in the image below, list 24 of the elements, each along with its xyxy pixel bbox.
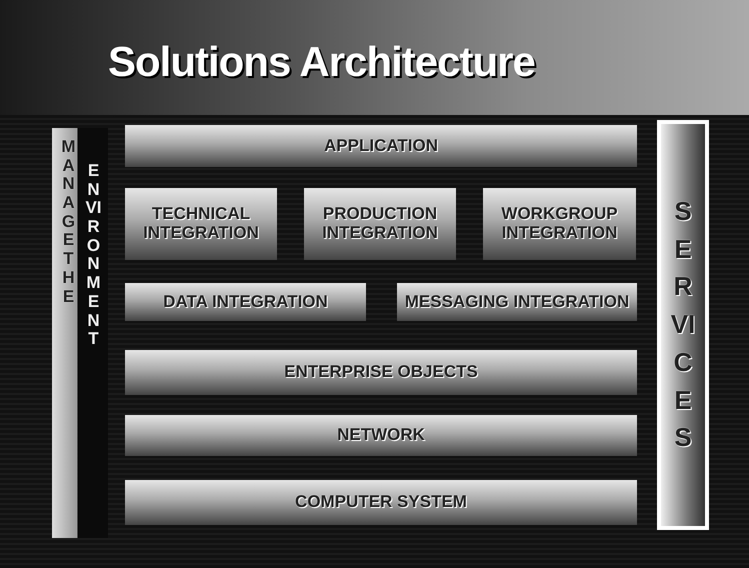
layer-box bbox=[125, 480, 637, 525]
layer-label: MESSAGING INTEGRATION bbox=[404, 292, 630, 312]
layer-label: TECHNICAL INTEGRATION bbox=[142, 205, 260, 243]
vertical-label: SERVICES bbox=[670, 195, 696, 454]
layer-box bbox=[125, 188, 277, 260]
title: Solutions Architecture bbox=[108, 38, 535, 86]
layer-box bbox=[125, 125, 637, 167]
layer-box bbox=[397, 283, 637, 321]
services-bar bbox=[657, 120, 709, 530]
layer-label: ENTERPRISE OBJECTS bbox=[284, 363, 478, 382]
layer-box bbox=[304, 188, 456, 260]
layer-box bbox=[125, 283, 366, 321]
vertical-label: MANAGE THE bbox=[60, 138, 77, 308]
layer-label: PRODUCTION INTEGRATION bbox=[321, 205, 439, 243]
vertical-label: ENVIRONMENT bbox=[85, 162, 102, 350]
layer-label: NETWORK bbox=[337, 426, 425, 445]
layer-label: APPLICATION bbox=[324, 136, 438, 156]
layer-box bbox=[125, 350, 637, 395]
layer-label: WORKGROUP INTEGRATION bbox=[500, 205, 619, 243]
layer-label: DATA INTEGRATION bbox=[163, 292, 328, 312]
layer-box bbox=[483, 188, 636, 260]
layer-box bbox=[125, 415, 637, 456]
side-bar bbox=[52, 128, 108, 538]
layer-label: COMPUTER SYSTEM bbox=[295, 493, 467, 512]
